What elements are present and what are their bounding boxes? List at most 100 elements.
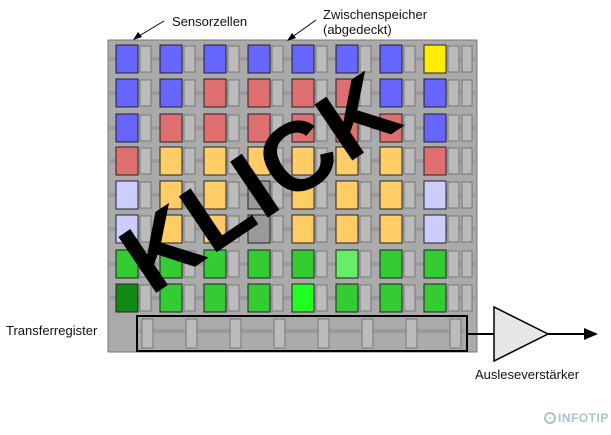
sensor-cell (423, 283, 447, 313)
arrow-head (584, 328, 598, 340)
sensor-cell (247, 249, 271, 279)
buffer-cell (447, 250, 460, 278)
buffer-cell (447, 147, 460, 175)
sensor-cell (291, 214, 315, 244)
buffer-cell (183, 284, 196, 312)
sensor-cell (247, 214, 271, 244)
buffer-cell (359, 250, 372, 278)
transfer-cell (141, 318, 154, 349)
sensor-cell (115, 180, 139, 210)
buffer-cell (403, 114, 416, 142)
infotip-watermark: INFOTIP (544, 411, 609, 425)
sensor-cell (159, 249, 183, 279)
sensor-cell (291, 249, 315, 279)
buffer-cell (227, 181, 240, 209)
sensor-cell (335, 249, 359, 279)
transfer-channel (139, 329, 465, 333)
sensor-cell (423, 113, 447, 143)
buffer-cell (227, 215, 240, 243)
sensor-cell (115, 44, 139, 74)
buffer-cell (271, 114, 284, 142)
buffer-cell (359, 79, 372, 107)
sensor-cell (247, 146, 271, 176)
buffer-cell (315, 114, 328, 142)
buffer-cell (139, 181, 152, 209)
transfer-register-label: Transferregister (6, 323, 98, 338)
buffer-cell (461, 45, 473, 73)
buffer-cell (461, 147, 473, 175)
sensor-cell (379, 283, 403, 313)
sensor-pointer-head (133, 32, 142, 40)
sensor-cell (335, 78, 359, 108)
buffer-cell (183, 215, 196, 243)
buffer-cell (461, 284, 473, 312)
sensor-cell (379, 180, 403, 210)
sensor-cell (335, 283, 359, 313)
sensor-cell (203, 214, 227, 244)
readout-amplifier-label: Ausleseverstärker (475, 367, 580, 382)
sensor-cell (335, 146, 359, 176)
sensor-cell (291, 283, 315, 313)
sensor-cell (423, 180, 447, 210)
sensor-cell (423, 78, 447, 108)
buffer-cell (461, 215, 473, 243)
sensor-cell (159, 214, 183, 244)
buffer-cell (447, 284, 460, 312)
sensor-cell (247, 44, 271, 74)
sensor-cell (115, 113, 139, 143)
buffer-cell (403, 181, 416, 209)
buffer-cell (315, 45, 328, 73)
buffer-label: Zwischenspeicher (abgedeckt) (323, 7, 427, 37)
sensor-cell (203, 113, 227, 143)
buffer-cell (403, 215, 416, 243)
sensor-cell (159, 44, 183, 74)
sensor-cell (291, 78, 315, 108)
buffer-cell (227, 45, 240, 73)
buffer-cell (183, 181, 196, 209)
sensor-cell (291, 44, 315, 74)
sensor-cell (423, 146, 447, 176)
transfer-register (136, 315, 468, 352)
buffer-label-line2: (abgedeckt) (323, 22, 392, 37)
sensor-cell (379, 44, 403, 74)
buffer-cell (315, 284, 328, 312)
sensor-cell (247, 180, 271, 210)
sensor-cell (159, 180, 183, 210)
sensor-cell (203, 180, 227, 210)
sensor-cell (115, 214, 139, 244)
sensor-cell (335, 113, 359, 143)
buffer-cell (227, 147, 240, 175)
watermark-text: INFOTIP (558, 411, 609, 425)
sensor-cell (115, 146, 139, 176)
buffer-cell (271, 181, 284, 209)
buffer-pointer-head (287, 33, 296, 41)
sensor-cell (115, 78, 139, 108)
transfer-cell (185, 318, 198, 349)
buffer-cell (139, 250, 152, 278)
buffer-cell (183, 114, 196, 142)
buffer-cell (359, 215, 372, 243)
buffer-cell (447, 114, 460, 142)
sensor-cell (115, 283, 139, 313)
buffer-cell (315, 215, 328, 243)
sensor-cell (423, 249, 447, 279)
buffer-cell (461, 79, 473, 107)
transfer-cell (317, 318, 330, 349)
sensor-cell (335, 180, 359, 210)
sensor-cell (159, 146, 183, 176)
buffer-cell (183, 45, 196, 73)
buffer-cell (271, 45, 284, 73)
buffer-cell (359, 147, 372, 175)
buffer-cell (447, 215, 460, 243)
sensor-cell (291, 180, 315, 210)
buffer-cell (183, 250, 196, 278)
transfer-cell (361, 318, 374, 349)
sensor-cell (379, 249, 403, 279)
buffer-cell (139, 215, 152, 243)
sensor-cell (115, 249, 139, 279)
buffer-cell (271, 147, 284, 175)
buffer-cell (359, 45, 372, 73)
buffer-cell (271, 284, 284, 312)
buffer-cell (359, 114, 372, 142)
buffer-label-line1: Zwischenspeicher (323, 7, 428, 22)
